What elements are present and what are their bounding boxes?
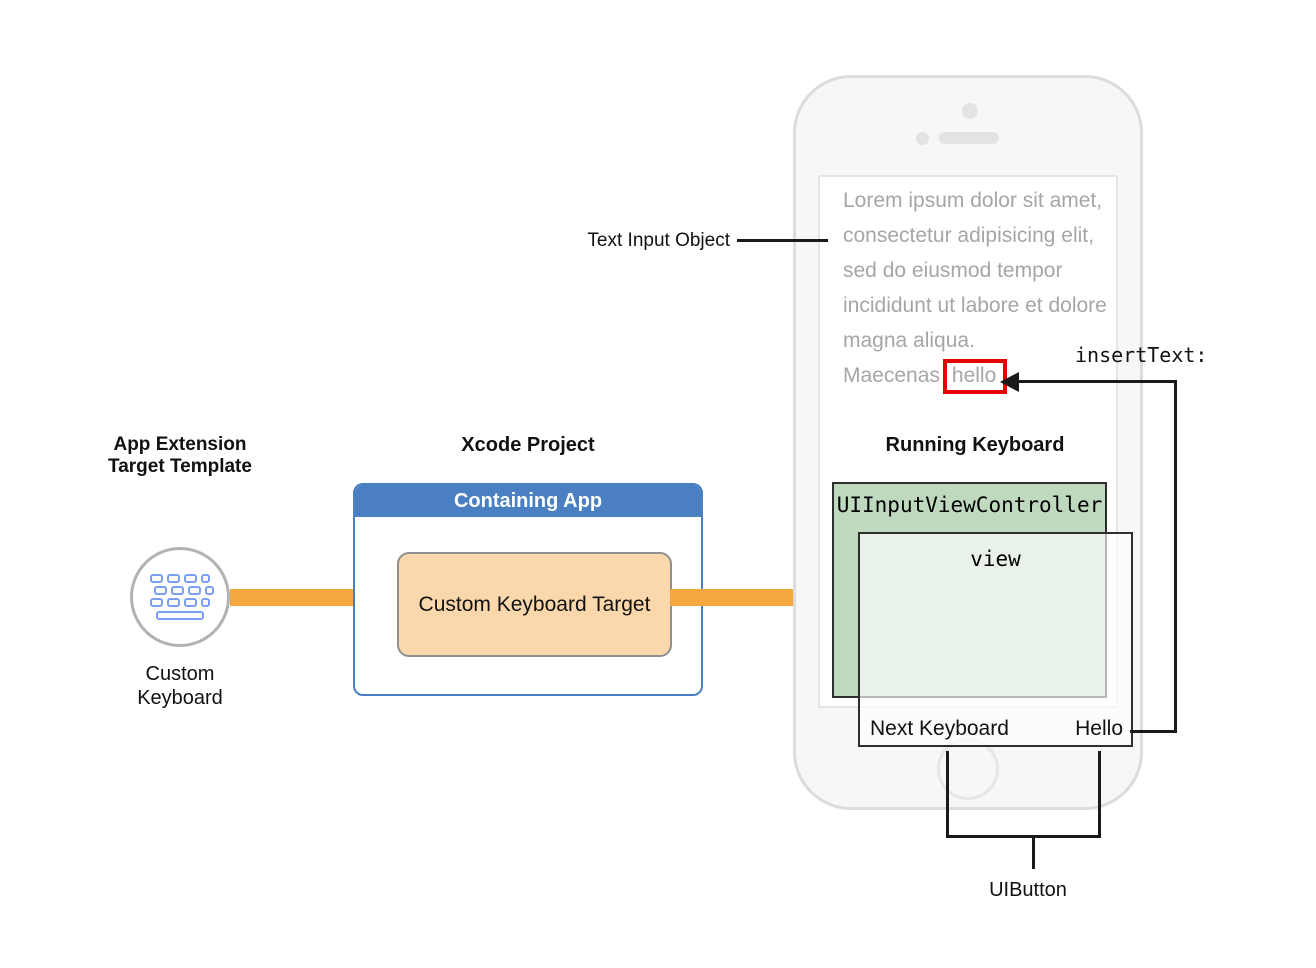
- uibutton-bracket-right-line: [1098, 751, 1101, 838]
- text-line: consectetur adipisicing elit,: [843, 224, 1094, 247]
- text-line: Lorem ipsum dolor sit amet,: [843, 189, 1103, 212]
- arrow-xcode-to-phone-shaft: [670, 589, 806, 606]
- uiinputviewcontroller-label: UIInputViewController: [836, 493, 1103, 517]
- next-keyboard-button: Next Keyboard: [870, 717, 1009, 740]
- uibutton-bracket-left-line: [946, 751, 949, 838]
- iphone-camera-dot: [962, 103, 978, 119]
- inserttext-label: insertText:: [1075, 343, 1208, 367]
- view-box: view Next Keyboard Hello: [858, 532, 1133, 747]
- custom-keyboard-circle: [130, 547, 230, 647]
- inserttext-line-vertical: [1174, 380, 1177, 733]
- app-extension-title: App Extension Target Template: [80, 434, 280, 478]
- iphone-speaker: [939, 132, 999, 144]
- running-keyboard-title: Running Keyboard: [885, 434, 1065, 456]
- custom-keyboard-target-box: Custom Keyboard Target: [397, 552, 672, 657]
- uibutton-bracket-stem-line: [1032, 835, 1035, 869]
- uibutton-label: UIButton: [989, 879, 1067, 901]
- uibutton-bracket-horizontal-line: [946, 835, 1101, 838]
- keyboard-icon: [146, 574, 214, 620]
- custom-keyboard-caption-line2: Keyboard: [137, 687, 223, 709]
- iphone-sensor-dot: [916, 132, 929, 145]
- inserttext-line-horizontal-top: [1017, 380, 1177, 383]
- text-input-area: Lorem ipsum dolor sit amet, consectetur …: [843, 183, 1108, 394]
- keyboard-button-row: Next Keyboard Hello: [870, 717, 1123, 741]
- hello-button: Hello: [1075, 717, 1123, 740]
- app-extension-title-line2: Target Template: [108, 456, 252, 477]
- view-label: view: [970, 547, 1021, 571]
- keyboard-icon-spacebar: [156, 611, 204, 620]
- inserttext-arrowhead-icon: [1000, 372, 1019, 392]
- keyboard-icon-row2: [154, 586, 214, 595]
- keyboard-icon-row1: [150, 574, 210, 583]
- text-line: sed do eiusmod tempor: [843, 259, 1063, 282]
- text-line-last-prefix: Maecenas: [843, 364, 940, 387]
- text-line: magna aliqua.: [843, 329, 975, 352]
- custom-keyboard-target-label: Custom Keyboard Target: [418, 592, 651, 616]
- custom-keyboard-caption: Custom Keyboard: [105, 662, 255, 710]
- inserttext-line-horizontal-bottom: [1130, 730, 1177, 733]
- inserted-word-highlight: hello: [942, 359, 1008, 394]
- containing-app-header: Containing App: [355, 485, 701, 517]
- containing-app-box: Containing App Custom Keyboard Target: [353, 483, 703, 696]
- keyboard-icon-row3: [150, 598, 210, 607]
- custom-keyboard-caption-line1: Custom: [145, 663, 215, 685]
- text-line: incididunt ut labore et dolore: [843, 294, 1107, 317]
- text-input-object-label: Text Input Object: [587, 230, 730, 251]
- app-extension-title-line1: App Extension: [113, 434, 247, 455]
- text-input-object-pointer-line: [737, 239, 828, 242]
- xcode-project-title: Xcode Project: [461, 434, 595, 456]
- arrow-keyboard-to-xcode-shaft: [230, 589, 366, 606]
